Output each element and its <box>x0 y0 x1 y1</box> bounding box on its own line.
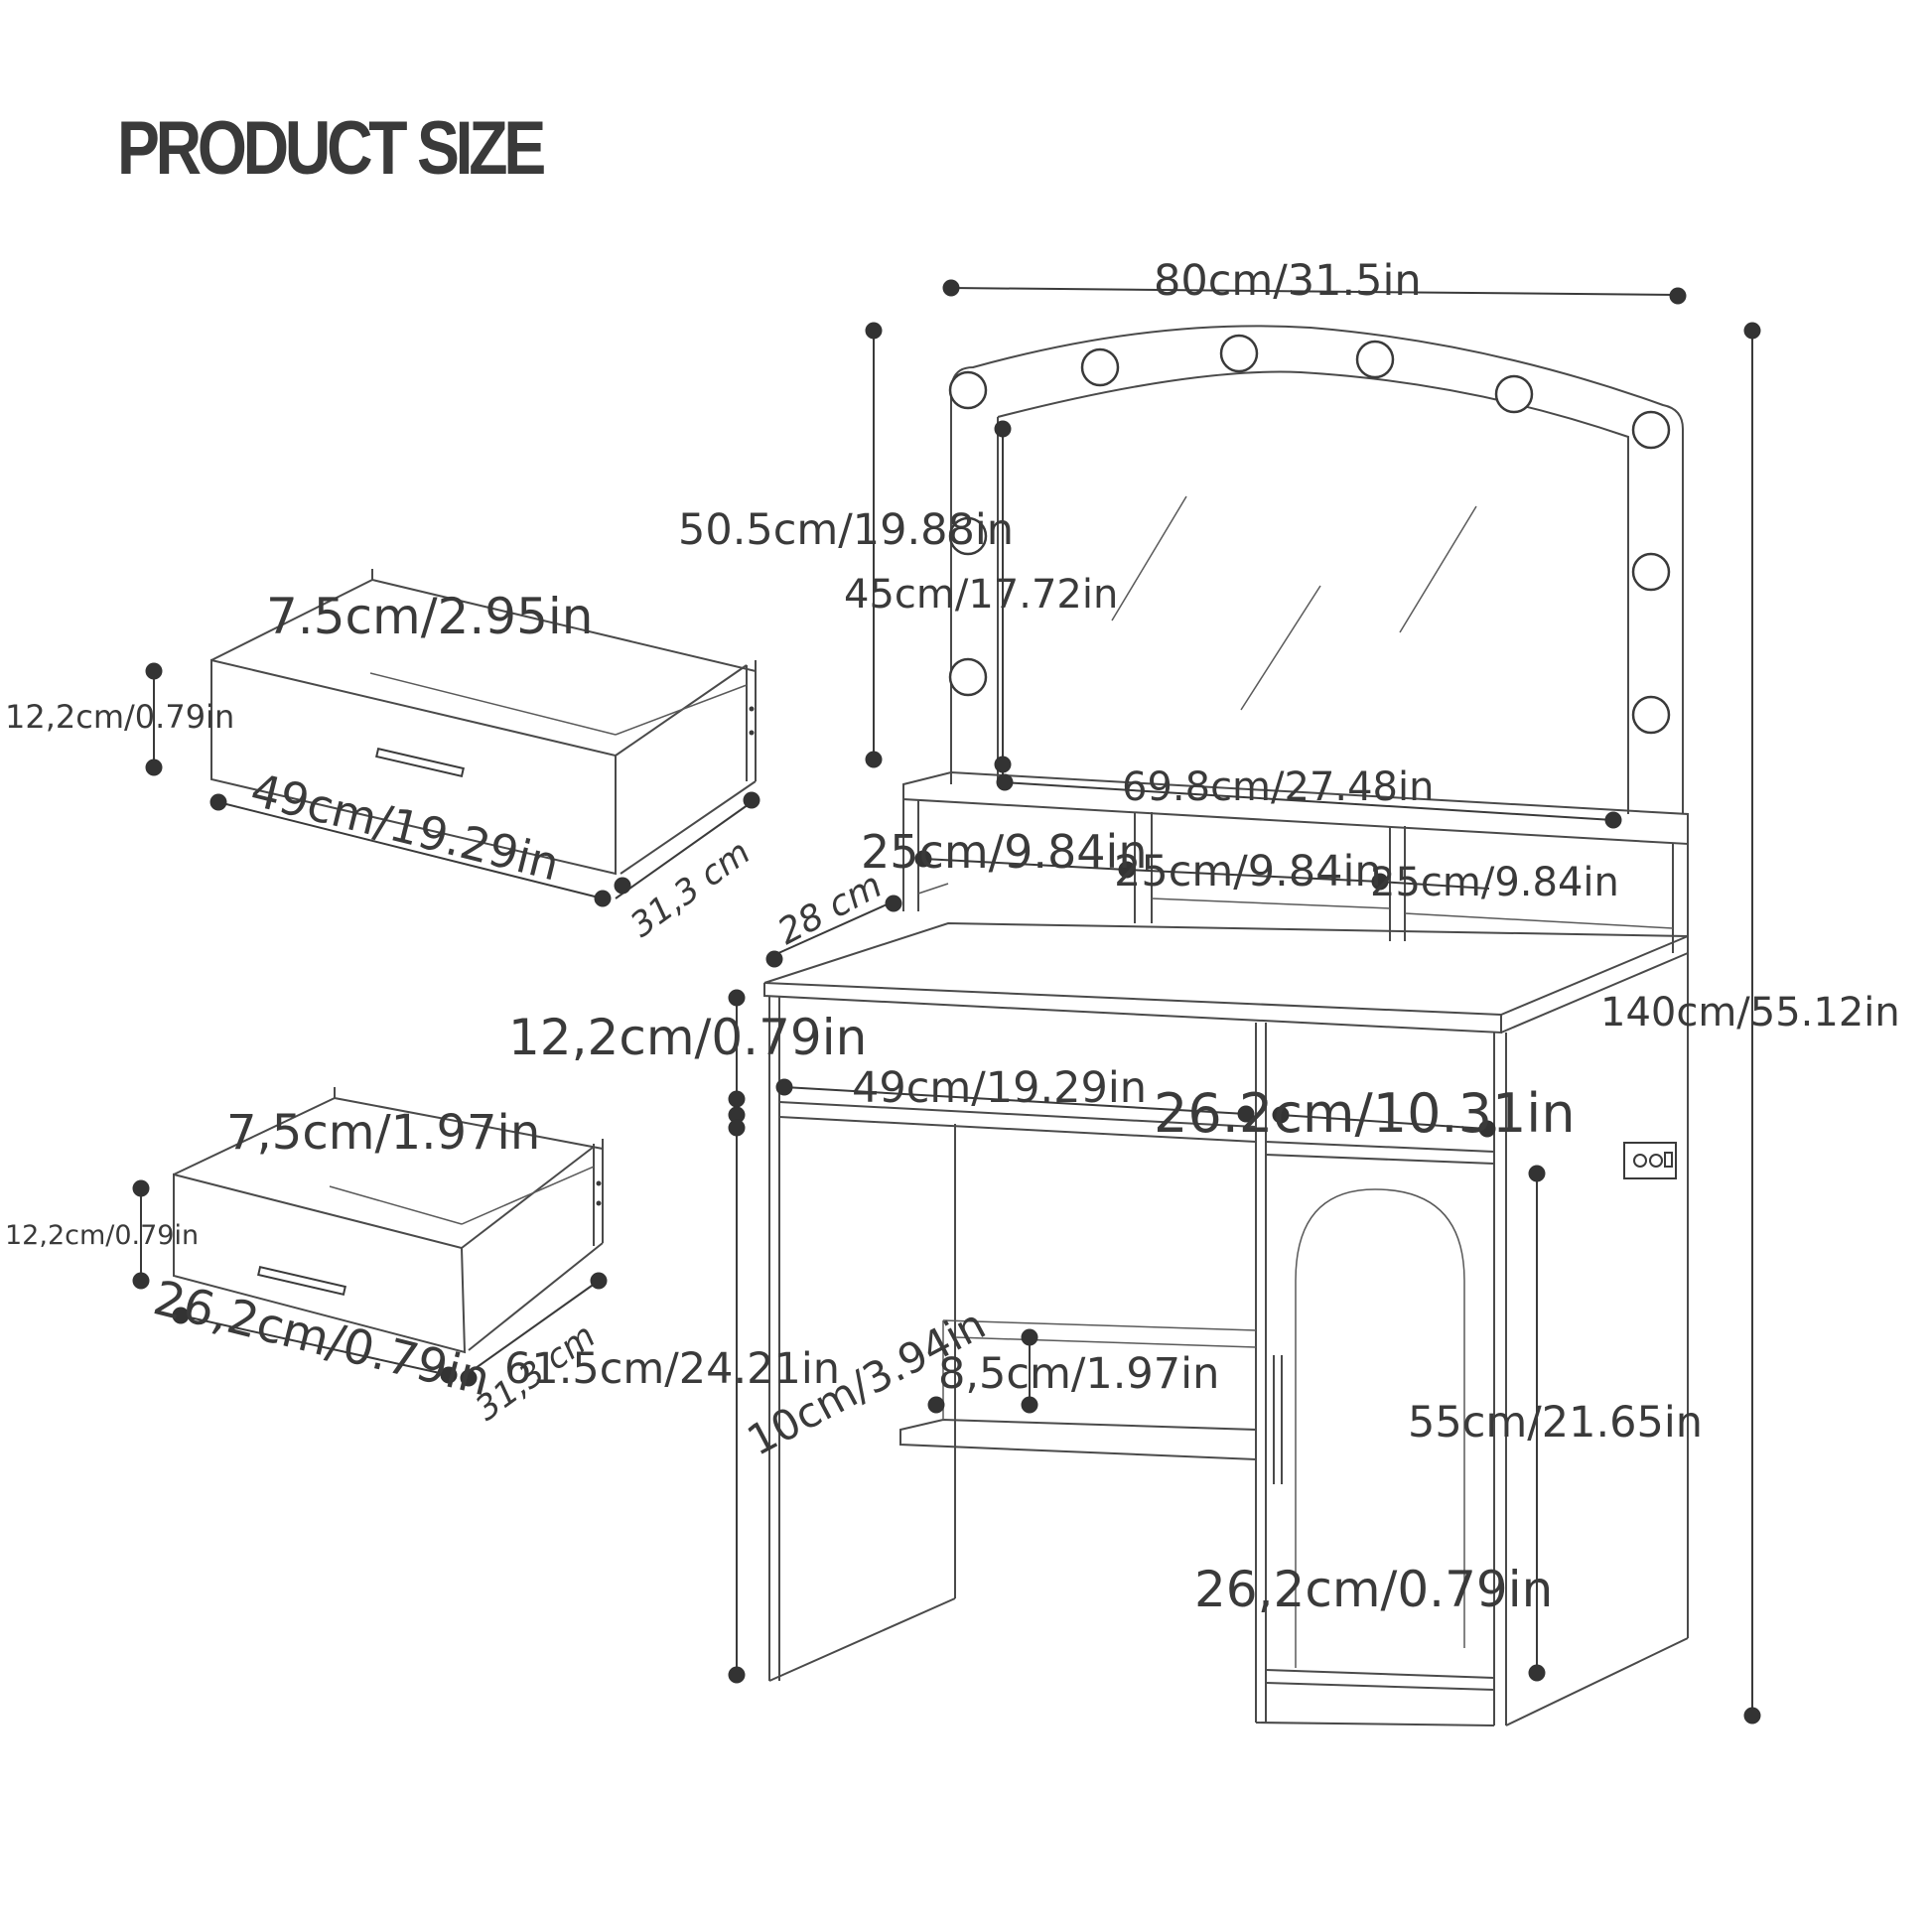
bulb-icon <box>948 516 988 556</box>
mirror-bulbs <box>948 334 1671 735</box>
drawer-lower <box>173 1087 604 1354</box>
overall-height-label: 140cm/55.12in <box>1600 990 1900 1035</box>
top-drawer-height-label: 12,2cm/0.79in <box>508 1009 867 1066</box>
bulb-icon <box>1631 695 1671 735</box>
page-title: PRODUCT SIZE <box>117 106 544 191</box>
bulb-icon <box>948 370 988 410</box>
cabinet-bottom-label: 26,2cm/0.79in <box>1194 1561 1553 1618</box>
bulb-icon <box>1219 334 1259 373</box>
drawer-upper <box>210 569 757 876</box>
dimension-dots <box>132 279 1761 1725</box>
shelf-board-label: 8,5cm/1.97in <box>938 1349 1219 1399</box>
bulb-icon <box>948 657 988 697</box>
bulb-icon <box>1631 410 1671 450</box>
upper-drawer-height-label: 7.5cm/2.95in <box>266 588 593 645</box>
mirror <box>950 325 1684 814</box>
shelf-depth-label: 28 cm <box>771 865 889 953</box>
shelf-1-width-label: 25cm/9.84in <box>861 825 1148 879</box>
cabinet-height-label: 55cm/21.65in <box>1408 1398 1703 1448</box>
upper-drawer-depth-label: 31,3 cm <box>623 833 758 946</box>
dimension-lines <box>140 287 1753 1716</box>
shelf-3-width-label: 25cm/9.84in <box>1370 860 1619 905</box>
dimension-labels: 80cm/31.5in 50.5cm/19.88in 45cm/17.72in … <box>5 256 1900 1618</box>
overall-width-label: 80cm/31.5in <box>1154 256 1422 306</box>
mirror-outer-height-label: 50.5cm/19.88in <box>678 505 1014 555</box>
shelf-hutch <box>902 770 1689 953</box>
bulb-icon <box>1494 374 1534 414</box>
mirror-inner-width-label: 69.8cm/27.48in <box>1122 764 1434 810</box>
power-outlet-icon <box>1623 1142 1677 1179</box>
door-handle-icon <box>1273 1355 1283 1484</box>
bulb-icon <box>1080 347 1120 387</box>
upper-drawer-side-label: 12,2cm/0.79in <box>5 698 234 736</box>
cabinet-width-label: 26.2cm/10.31in <box>1154 1082 1576 1145</box>
bulb-icon <box>1355 340 1395 379</box>
leg-height-label: 61.5cm/24.21in <box>504 1344 840 1394</box>
top-drawer-width-label: 49cm/19.29in <box>852 1063 1147 1113</box>
bulb-icon <box>1631 552 1671 592</box>
lower-drawer-side-label: 12,2cm/0.79in <box>5 1220 199 1251</box>
shelf-2-width-label: 25cm/9.84in <box>1114 847 1382 897</box>
upper-drawer-width-label: 49cm/19.29in <box>245 762 564 891</box>
lower-drawer-height-label: 7,5cm/1.97in <box>226 1105 540 1161</box>
mirror-inner-height-label: 45cm/17.72in <box>844 572 1118 618</box>
lower-drawer-width-label: 26,2cm/0.79in <box>148 1270 495 1407</box>
